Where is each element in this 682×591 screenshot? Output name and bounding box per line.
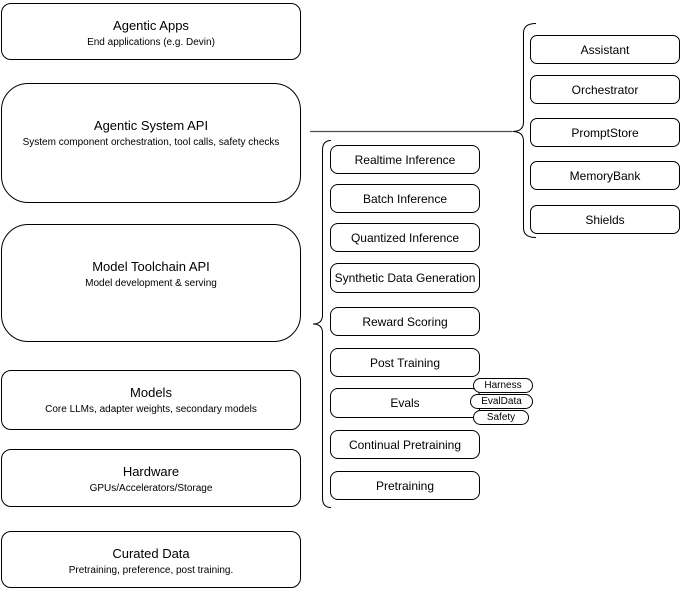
component-label: Assistant bbox=[580, 42, 630, 57]
badge-label: Harness bbox=[484, 380, 522, 391]
layer-title: Curated Data bbox=[112, 546, 190, 561]
toolchain-component-synthetic-data-generation: Synthetic Data Generation bbox=[330, 263, 480, 293]
component-label: PromptStore bbox=[571, 125, 639, 140]
toolchain-component-reward-scoring: Reward Scoring bbox=[330, 307, 480, 336]
evals-badge-harness: Harness bbox=[473, 378, 533, 393]
layer-subtitle: Core LLMs, adapter weights, secondary mo… bbox=[45, 404, 257, 415]
component-label: Reward Scoring bbox=[362, 314, 448, 329]
toolchain-component-pretraining: Pretraining bbox=[330, 471, 480, 500]
layer-subtitle: End applications (e.g. Devin) bbox=[87, 37, 215, 48]
toolchain-component-realtime-inference: Realtime Inference bbox=[330, 145, 480, 174]
toolchain-component-continual-pretraining: Continual Pretraining bbox=[330, 430, 480, 459]
component-label: Shields bbox=[585, 212, 625, 227]
toolchain-brace bbox=[312, 140, 332, 508]
layer-hardware: Hardware GPUs/Accelerators/Storage bbox=[1, 449, 301, 507]
component-label: MemoryBank bbox=[569, 168, 641, 183]
component-label: Realtime Inference bbox=[354, 152, 456, 167]
toolchain-component-evals: Evals bbox=[330, 388, 480, 418]
component-label: Synthetic Data Generation bbox=[334, 271, 476, 285]
toolchain-component-quantized-inference: Quantized Inference bbox=[330, 223, 480, 252]
component-label: Post Training bbox=[369, 355, 441, 370]
badge-label: Safety bbox=[486, 412, 516, 423]
toolchain-component-batch-inference: Batch Inference bbox=[330, 184, 480, 213]
layer-curated-data: Curated Data Pretraining, preference, po… bbox=[1, 531, 301, 588]
toolchain-component-post-training: Post Training bbox=[330, 348, 480, 377]
system-component-assistant: Assistant bbox=[530, 35, 680, 64]
layer-subtitle: Pretraining, preference, post training. bbox=[68, 565, 234, 576]
component-label: Pretraining bbox=[375, 478, 435, 493]
layer-model-toolchain-api: Model Toolchain API Model development & … bbox=[1, 224, 301, 342]
layer-title: Model Toolchain API bbox=[92, 259, 210, 274]
layer-title: Agentic System API bbox=[93, 118, 209, 133]
layer-subtitle: System component orchestration, tool cal… bbox=[22, 137, 280, 148]
component-label: Continual Pretraining bbox=[348, 437, 462, 452]
layer-title: Models bbox=[130, 385, 172, 400]
layer-subtitle: GPUs/Accelerators/Storage bbox=[89, 483, 213, 494]
layer-subtitle: Model development & serving bbox=[85, 278, 217, 289]
system-component-memorybank: MemoryBank bbox=[530, 161, 680, 190]
badge-label: EvalData bbox=[481, 396, 522, 407]
evals-badge-safety: Safety bbox=[473, 410, 529, 425]
layer-agentic-system-api: Agentic System API System component orch… bbox=[1, 83, 301, 203]
layer-title: Agentic Apps bbox=[113, 18, 189, 33]
component-label: Quantized Inference bbox=[350, 230, 460, 245]
layer-agentic-apps: Agentic Apps End applications (e.g. Devi… bbox=[1, 3, 301, 60]
system-component-shields: Shields bbox=[530, 205, 680, 234]
evals-badge-evaldata: EvalData bbox=[470, 394, 533, 409]
layer-title: Hardware bbox=[122, 464, 180, 479]
component-label: Batch Inference bbox=[362, 191, 448, 206]
component-label: Evals bbox=[390, 396, 420, 410]
system-component-promptstore: PromptStore bbox=[530, 118, 680, 147]
component-label: Orchestrator bbox=[571, 82, 639, 97]
layer-models: Models Core LLMs, adapter weights, secon… bbox=[1, 370, 301, 430]
system-component-orchestrator: Orchestrator bbox=[530, 75, 680, 104]
